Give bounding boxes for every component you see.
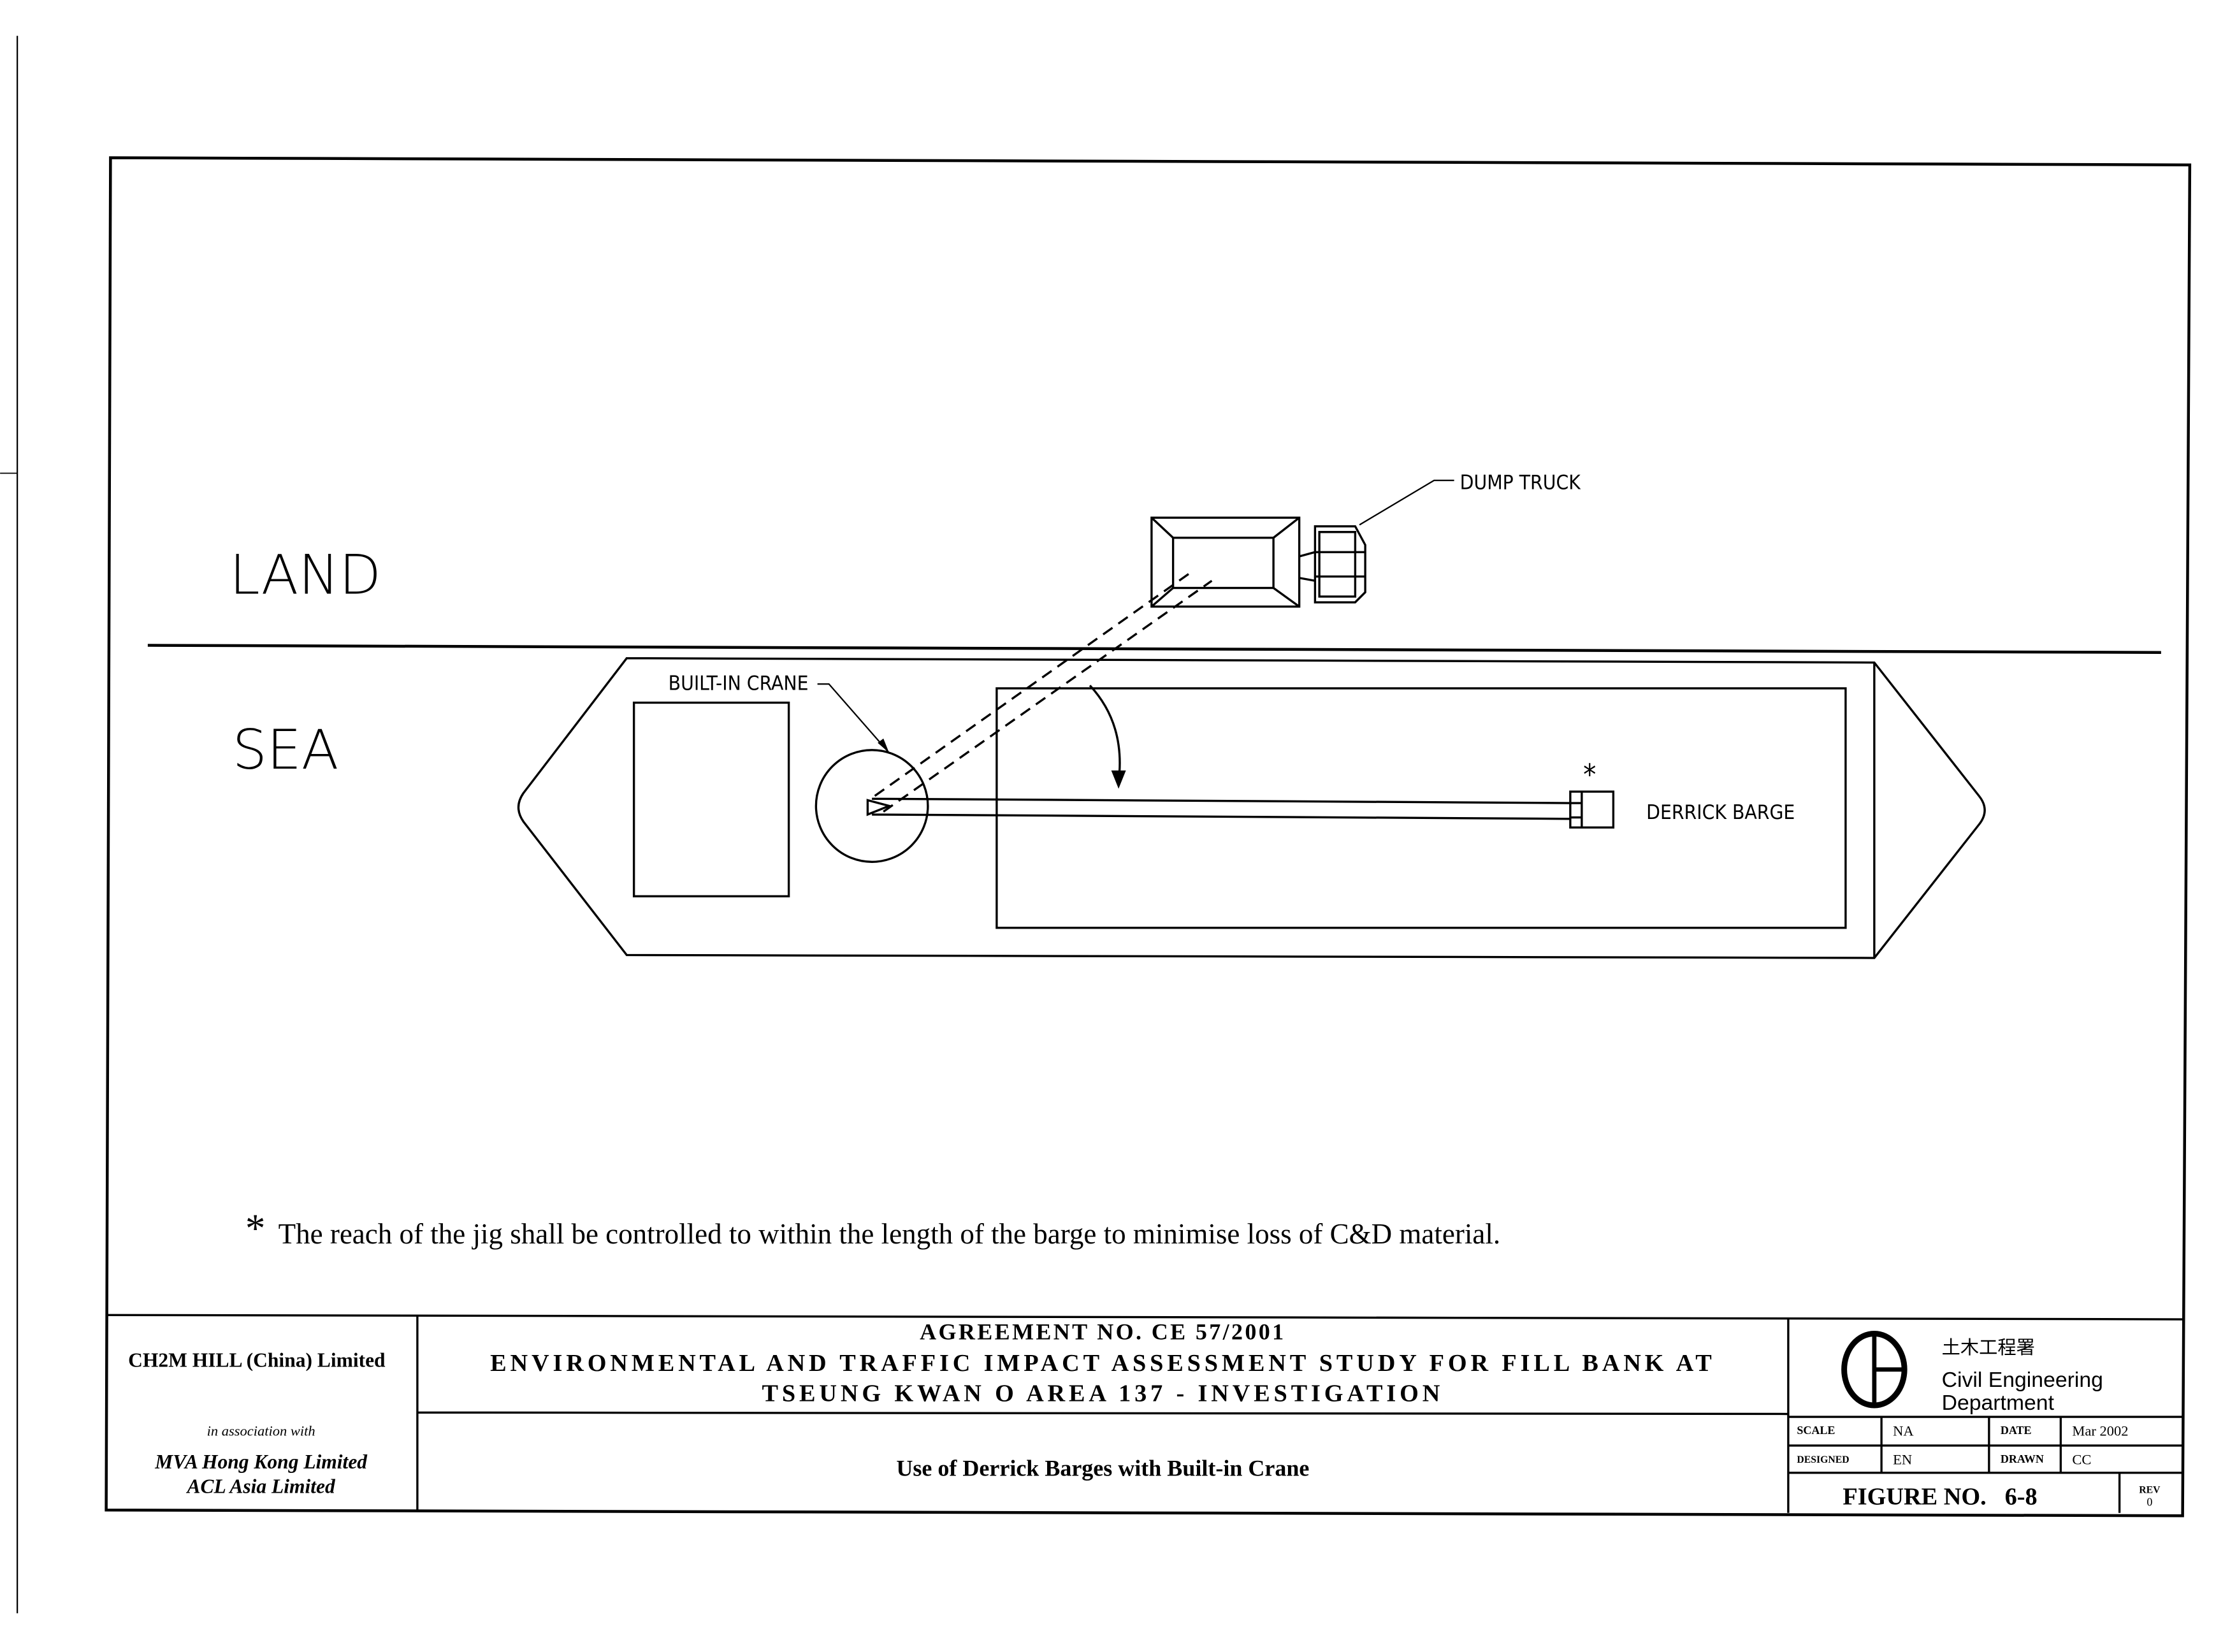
jig xyxy=(1569,790,1615,829)
barge-hold xyxy=(996,687,1847,929)
designed-label: DESIGNED xyxy=(1797,1454,1849,1465)
truck-leader xyxy=(1359,479,1454,526)
consultant: CH2M HILL (China) Limited xyxy=(128,1349,386,1371)
swing-arrow xyxy=(1089,685,1121,782)
figure-label: FIGURE NO. xyxy=(1843,1483,1986,1510)
project-title-line2: TSEUNG KWAN O AREA 137 - INVESTIGATION xyxy=(762,1380,1444,1407)
partner-1: MVA Hong Kong Limited xyxy=(154,1451,368,1473)
figure-number: 6-8 xyxy=(2005,1483,2038,1510)
scale-value: NA xyxy=(1893,1423,1914,1438)
drawing-title: Use of Derrick Barges with Built-in Cran… xyxy=(896,1455,1309,1481)
crane-label: BUILT-IN CRANE xyxy=(669,672,809,695)
ced-logo-icon xyxy=(1841,1331,1908,1409)
rev-value: 0 xyxy=(2147,1496,2152,1509)
crane-swing-dashed xyxy=(874,570,1194,797)
arrowhead xyxy=(878,738,890,753)
note-marker: * xyxy=(245,1206,266,1251)
dept-chinese: 土木工程署 xyxy=(1942,1337,2035,1358)
coastline xyxy=(147,644,2161,654)
asterisk: * xyxy=(1583,758,1596,792)
date-label: DATE xyxy=(2001,1424,2032,1437)
date-value: Mar 2002 xyxy=(2072,1423,2128,1438)
drawn-label: DRAWN xyxy=(2001,1453,2044,1465)
scale-label: SCALE xyxy=(1797,1424,1835,1437)
dump-truck-label: DUMP TRUCK xyxy=(1460,471,1582,494)
dept-name-line1: Civil Engineering xyxy=(1942,1368,2103,1392)
note-text: The reach of the jig shall be controlled… xyxy=(279,1218,1500,1250)
dump-truck xyxy=(1150,516,1366,608)
crane-leader xyxy=(817,683,890,753)
project-title-line1: ENVIRONMENTAL AND TRAFFIC IMPACT ASSESSM… xyxy=(490,1350,1715,1377)
dept-name-line2: Department xyxy=(1942,1391,2055,1415)
title-block xyxy=(106,1314,2184,1513)
derrick-barge xyxy=(517,570,1986,959)
drawing-frame xyxy=(105,156,2192,1518)
barge-deck-box xyxy=(632,701,790,897)
crane-base xyxy=(815,749,929,863)
barge-label: DERRICK BARGE xyxy=(1646,801,1795,824)
land-label: LAND xyxy=(229,544,381,607)
association: in association with xyxy=(207,1423,315,1438)
sea-label: SEA xyxy=(233,719,339,782)
drawn-value: CC xyxy=(2072,1451,2091,1467)
partner-2: ACL Asia Limited xyxy=(186,1475,336,1497)
rev-label: REV xyxy=(2139,1484,2161,1495)
designed-value: EN xyxy=(1893,1451,1912,1467)
agreement-no: AGREEMENT NO. CE 57/2001 xyxy=(920,1319,1285,1345)
